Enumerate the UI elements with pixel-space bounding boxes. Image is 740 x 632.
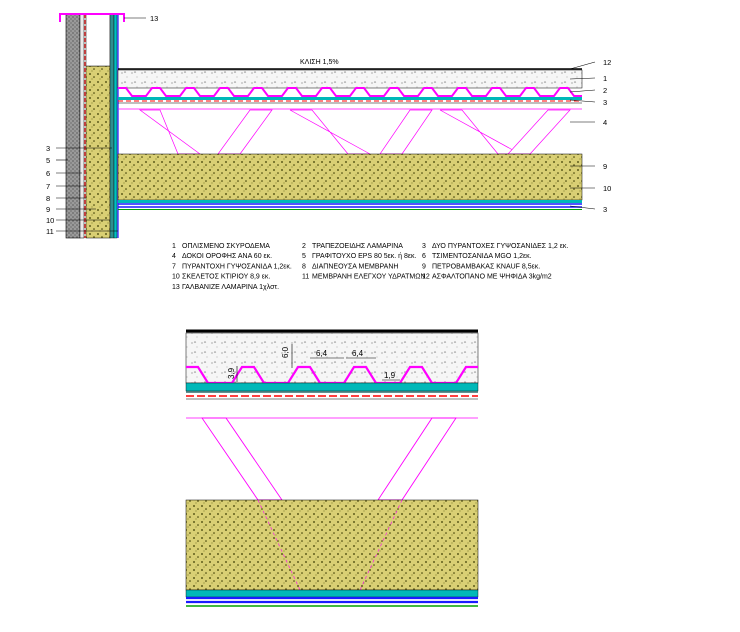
legend-text-2: ΤΡΑΠΕΖΟΕΙΔΗΣ ΛΑΜΑΡΙΝΑ bbox=[312, 243, 403, 250]
roof-joists bbox=[138, 109, 571, 155]
legend-number-10: 10 bbox=[172, 274, 180, 281]
dim-top-flange-1: 6,4 bbox=[316, 349, 328, 358]
legend-number-9: 9 bbox=[422, 263, 426, 270]
right-callout-line bbox=[569, 61, 596, 70]
roof-joist-1 bbox=[138, 109, 202, 155]
legend-text-1: ΟΠΛΙΣΜΕΝΟ ΣΚΥΡΟΔΕΜΑ bbox=[182, 243, 270, 250]
left-callout-8: 11 bbox=[46, 227, 54, 236]
detail-insulation bbox=[185, 499, 479, 591]
legend-number-7: 7 bbox=[172, 263, 176, 270]
right-callout-3: 2 bbox=[603, 86, 607, 95]
legend-text-7: ΠΥΡΑΝΤΟΧΗ ΓΥΨΟΣΑΝΙΔΑ 1,2εκ. bbox=[182, 263, 292, 270]
legend-number-11: 11 bbox=[302, 274, 309, 281]
legend-text-11: ΜΕΜΒΡΑΝΗ ΕΛΕΓΧΟΥ ΥΔΡΑΤΜΩΝ bbox=[312, 274, 426, 281]
roof-joist-4 bbox=[379, 109, 433, 155]
left-callout-3: 6 bbox=[46, 169, 50, 178]
right-callout-line bbox=[569, 205, 596, 210]
legend-text-6: ΤΣΙΜΕΝΤΟΣΑΝΙΔΑ MGO 1,2εκ. bbox=[432, 253, 532, 260]
legend-text-9: ΠΕΤΡΟΒΑΜΒΑΚΑΣ KNAUF 8,5εκ. bbox=[432, 263, 540, 270]
right-callout-5: 4 bbox=[603, 118, 607, 127]
legend-number-3: 3 bbox=[422, 243, 426, 250]
left-callout-5: 8 bbox=[46, 194, 50, 203]
left-callout-2: 5 bbox=[46, 156, 50, 165]
legend-text-10: ΣΚΕΛΕΤΟΣ ΚΤΙΡΙΟΥ 8,9 εκ. bbox=[182, 274, 270, 281]
dim-rib-height: 6,0 bbox=[281, 346, 290, 358]
left-callouts: 3 5 6 7 8 9 10 11 bbox=[46, 144, 118, 236]
legend-number-5: 5 bbox=[302, 253, 306, 260]
roof-joist-3 bbox=[289, 109, 371, 155]
detail-truss-ghost bbox=[257, 499, 403, 591]
right-callout-4: 3 bbox=[603, 98, 607, 107]
right-callout-7: 10 bbox=[603, 184, 611, 193]
legend-text-12: ΑΣΦΑΛΤΟΠΑΝΟ ΜΕ ΨΗΦΙΔΑ 3kg/m2 bbox=[432, 274, 552, 281]
legend-number-2: 2 bbox=[302, 243, 306, 250]
legend-text-5: ΓΡΑΦΙΤΟΥΧΟ EPS 80 5εκ. ή 8εκ. bbox=[312, 253, 417, 260]
legend-number-12: 12 bbox=[422, 274, 430, 281]
wall-eps-layer bbox=[65, 13, 81, 239]
detail-ceiling-cyan bbox=[185, 589, 479, 598]
wall-gypsum bbox=[109, 13, 115, 239]
left-callout-4: 7 bbox=[46, 182, 50, 191]
detail-diagonal-right bbox=[377, 417, 457, 501]
slope-label: ΚΛΙΣΗ 1,5% bbox=[300, 59, 339, 66]
right-callout-6: 9 bbox=[603, 162, 607, 171]
right-callout-line bbox=[569, 99, 596, 103]
right-callout-line bbox=[569, 77, 596, 80]
roof-concrete bbox=[117, 69, 583, 89]
legend-text-3: ΔΥΟ ΠΥΡΑΝΤΟΧΕΣ ΓΥΨΟΣΑΝΙΔΕΣ 1,2 εκ. bbox=[432, 243, 568, 250]
right-callout-8: 3 bbox=[603, 205, 607, 214]
wall-gypsum-2 bbox=[113, 13, 118, 239]
callout-13: 13 bbox=[150, 14, 158, 23]
ceiling-board-cyan bbox=[118, 200, 582, 203]
wall-insulation bbox=[85, 65, 111, 239]
detail-diagonal-left bbox=[201, 417, 283, 501]
roof-joist-6 bbox=[507, 109, 571, 155]
roof-joist-5 bbox=[439, 109, 521, 155]
legend-number-1: 1 bbox=[172, 243, 176, 250]
right-callout-2: 1 bbox=[603, 74, 607, 83]
legend-number-4: 4 bbox=[172, 253, 176, 260]
detail-board-cyan bbox=[185, 382, 479, 392]
legend: 1 ΟΠΛΙΣΜΕΝΟ ΣΚΥΡΟΔΕΜΑ 2 ΤΡΑΠΕΖΟΕΙΔΗΣ ΛΑΜΑΡΙ… bbox=[172, 243, 568, 291]
legend-number-13: 13 bbox=[172, 284, 180, 291]
dim-side-height: 3,9 bbox=[227, 367, 236, 379]
roof-joist-2 bbox=[217, 109, 273, 155]
left-callout-6: 9 bbox=[46, 205, 50, 214]
wall-mgo-board bbox=[79, 13, 85, 239]
roof-board-cyan bbox=[118, 97, 582, 100]
right-callout-line bbox=[569, 89, 596, 93]
legend-number-6: 6 bbox=[422, 253, 426, 260]
legend-text-4: ΔΟΚΟΙ ΟΡΟΦΗΣ ΑΝΑ 60 εκ. bbox=[182, 253, 272, 260]
dim-bottom-flange: 1,9 bbox=[384, 371, 396, 380]
left-callout-1: 3 bbox=[46, 144, 50, 153]
legend-number-8: 8 bbox=[302, 263, 306, 270]
wall-upper-frame bbox=[85, 13, 111, 67]
legend-text-13: ΓΑΛΒΑΝΙΖΕ ΛΑΜΑΡΙΝΑ 1χλστ. bbox=[182, 284, 279, 291]
legend-text-8: ΔΙΑΠΝΕΟΥΣΑ ΜΕΜΒΡΑΝΗ bbox=[312, 263, 398, 270]
roof-trapezoidal-deck bbox=[118, 87, 582, 97]
dim-top-flange-2: 6,4 bbox=[352, 349, 364, 358]
enlarged-detail: 6,0 6,4 6,4 3,9 1,9 bbox=[185, 329, 479, 607]
right-callout-1: 12 bbox=[603, 58, 611, 67]
ceiling-insulation bbox=[117, 153, 583, 201]
left-callout-7: 10 bbox=[46, 216, 54, 225]
